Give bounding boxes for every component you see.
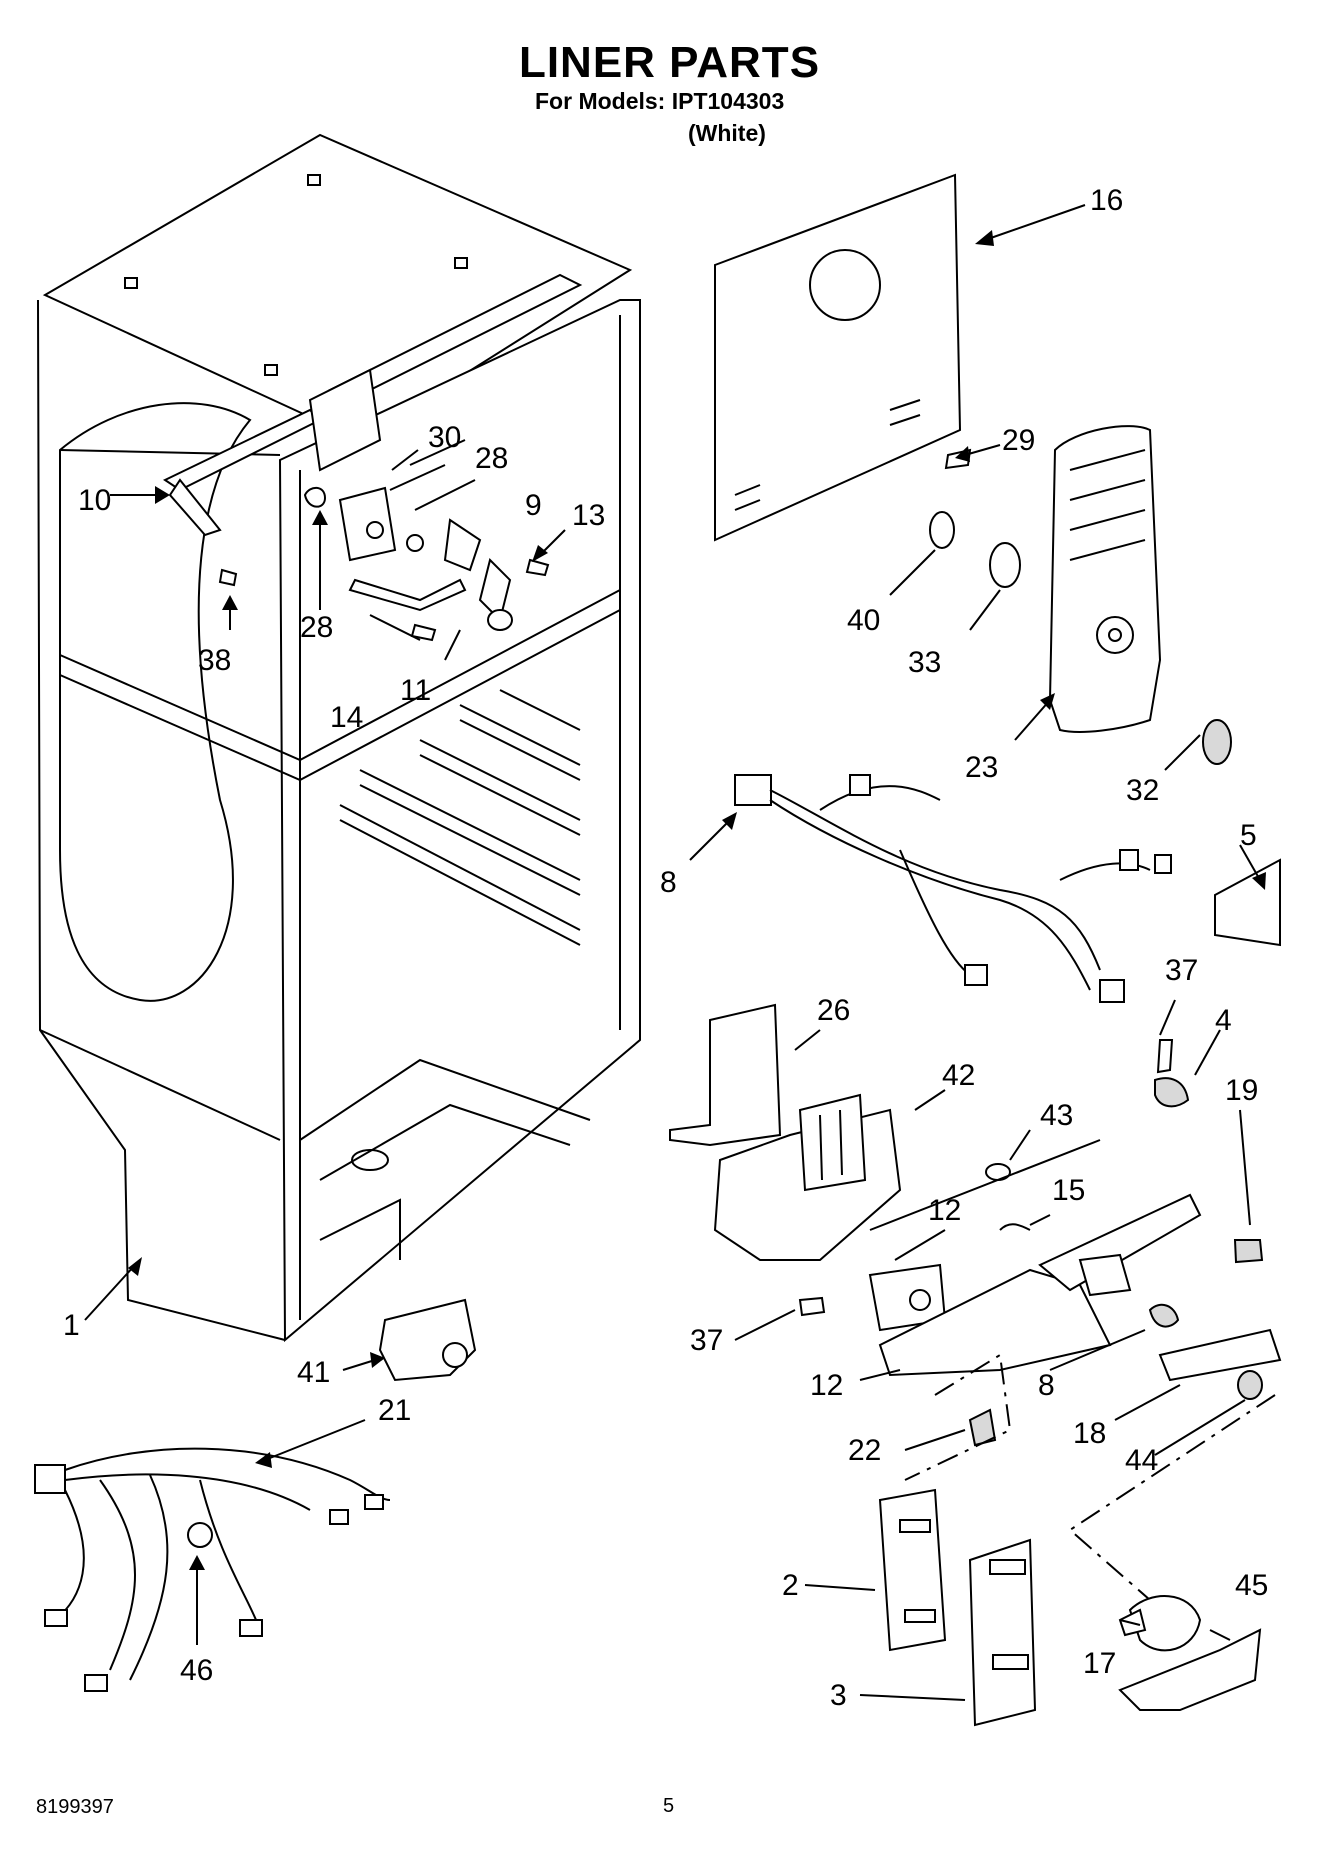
callout-38: 38 — [198, 644, 231, 677]
light-bulb-and-lens — [1118, 1595, 1262, 1711]
callout-44: 44 — [1125, 1444, 1158, 1477]
callout-14-b: 14 — [330, 701, 363, 734]
evaporator-cover — [714, 173, 962, 542]
callout-22: 22 — [848, 1434, 881, 1467]
callout-28-a: 28 — [475, 442, 508, 475]
callout-21: 21 — [378, 1394, 411, 1427]
callout-42: 42 — [942, 1059, 975, 1092]
callout-4: 4 — [1215, 1004, 1232, 1037]
callout-3: 3 — [830, 1679, 847, 1712]
callout-19: 19 — [1225, 1074, 1258, 1107]
light-housing — [878, 1039, 1282, 1382]
callout-17: 17 — [1083, 1647, 1116, 1680]
callout-13: 12 — [928, 1194, 961, 1227]
wiring-harness-upper — [734, 774, 1172, 1003]
callout-32: 32 — [1126, 774, 1159, 807]
shelf-rails — [339, 689, 581, 946]
callout-11: 11 — [400, 674, 431, 707]
callout-12: 12 — [810, 1369, 843, 1402]
callout-9: 9 — [525, 489, 542, 522]
fan-motor-assembly — [162, 368, 550, 642]
callout-37-a: 37 — [1165, 954, 1198, 987]
callout-7: 8 — [660, 866, 677, 899]
control-panels — [878, 1488, 1037, 1727]
page-title: LINER PARTS — [518, 38, 821, 87]
bracket — [1214, 858, 1281, 947]
callout-15: 15 — [1052, 1174, 1085, 1207]
callout-29: 29 — [1002, 424, 1035, 457]
page-number: 5 — [663, 1795, 675, 1817]
control-housing — [929, 425, 1232, 765]
callout-8: 8 — [1038, 1369, 1055, 1402]
callout-46: 46 — [180, 1654, 213, 1687]
callout-2: 2 — [782, 1569, 799, 1602]
callout-labels: 16 29 30 28 10 9 13 28 38 14 11 40 33 23… — [63, 184, 1268, 1712]
callout-10: 10 — [78, 484, 111, 517]
callout-30: 30 — [428, 421, 461, 454]
callout-41: 41 — [297, 1356, 330, 1389]
leader-arrows — [84, 204, 1266, 1701]
callout-5: 5 — [1240, 819, 1257, 852]
door-bumper — [378, 1298, 477, 1382]
control-box — [713, 1093, 902, 1261]
callout-18: 18 — [1073, 1417, 1106, 1450]
thermostat-assembly — [798, 1139, 1101, 1332]
wiring-harness-lower — [34, 1447, 391, 1692]
color-variant: (White) — [688, 120, 766, 146]
callout-14-a: 13 — [572, 499, 605, 532]
callout-45: 45 — [1235, 1569, 1268, 1602]
callout-33: 33 — [908, 646, 941, 679]
callout-28-b: 28 — [300, 611, 333, 644]
callout-37-b: 37 — [690, 1324, 723, 1357]
callout-1: 1 — [63, 1309, 80, 1342]
callout-23: 23 — [965, 751, 998, 784]
refrigerator-liner — [37, 133, 641, 1343]
door-switch — [968, 1408, 997, 1447]
models-line: For Models: IPT104303 — [535, 88, 785, 114]
document-number: 8199397 — [36, 1796, 114, 1818]
callout-26: 26 — [817, 994, 850, 1027]
callout-43: 43 — [1040, 1099, 1073, 1132]
light-socket — [1237, 1370, 1263, 1400]
baffle — [669, 1003, 782, 1147]
callout-40: 40 — [847, 604, 880, 637]
callout-16: 16 — [1090, 184, 1123, 217]
